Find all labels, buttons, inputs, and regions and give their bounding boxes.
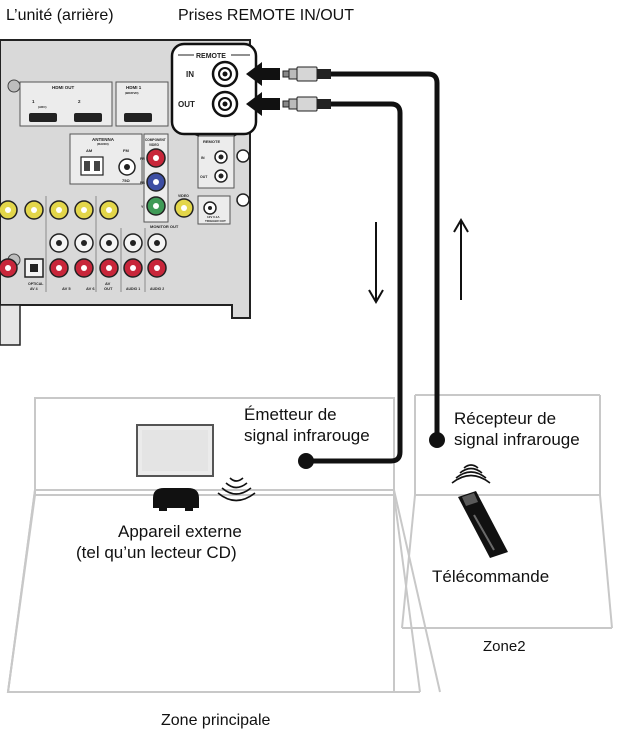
plug-out-arrow-icon <box>246 92 280 116</box>
panel-video-label: VIDEO <box>178 194 189 198</box>
cable-remote-in <box>331 71 440 440</box>
callout-remote-out-label: OUT <box>178 100 195 109</box>
panel-av-out-label: AV <box>105 281 111 286</box>
unit-rear-label: L’unité (arrière) <box>6 7 114 24</box>
panel-yellow-jacks <box>0 200 119 220</box>
panel-trigger-12v-label: 12V 0.1A <box>207 215 220 219</box>
remote-control-icon <box>458 491 508 558</box>
ir-emitter-label-line2: signal infrarouge <box>244 426 370 445</box>
panel-hdmi-1-label: HDMI 1 <box>126 85 142 90</box>
ir-wave-icon <box>217 477 256 502</box>
cable-remote-out <box>306 101 403 464</box>
panel-hdmi-out-label: HDMI OUT <box>52 85 74 90</box>
remote-control-label: Télécommande <box>432 567 550 586</box>
panel-hdmi-arc-label: (ARC) <box>38 105 47 109</box>
external-device-label-line1: Appareil externe <box>118 522 242 541</box>
ir-receiver-dot <box>429 432 445 448</box>
ir-receiver-label-line1: Récepteur de <box>454 409 557 428</box>
ir-receiver-label-line2: signal infrarouge <box>454 430 580 449</box>
panel-component-label: COMPONENT <box>145 138 166 142</box>
main-zone-label: Zone principale <box>161 712 271 729</box>
panel-small-remote-out-label: OUT <box>200 175 208 179</box>
panel-small-remote-in-label: IN <box>201 156 205 160</box>
signal-arrow-up-icon <box>453 218 469 300</box>
panel-am-label: AM <box>86 148 93 153</box>
external-device-label-line2: (tel qu’un lecteur CD) <box>76 543 237 562</box>
zone2-label: Zone2 <box>483 638 526 655</box>
remote-ir-wave-icon <box>451 464 491 484</box>
panel-audio2-label: AUDIO 2 <box>150 287 164 291</box>
panel-optical-label: OPTICAL <box>28 282 44 286</box>
panel-pr-label: PR <box>140 157 145 161</box>
panel-fm-label: FM <box>123 148 129 153</box>
panel-trigger-out-label: TRIGGER OUT <box>205 219 226 223</box>
panel-small-remote-label: REMOTE <box>203 139 220 144</box>
panel-monitor-out-label: MONITOR OUT <box>150 224 179 229</box>
panel-av6-label: AV 6 <box>86 286 95 291</box>
panel-hdmi-out-2-label: 2 <box>78 99 81 104</box>
panel-audio1-label: AUDIO 1 <box>126 287 140 291</box>
panel-antenna-label: ANTENNA <box>92 137 115 142</box>
tv-icon <box>136 424 214 477</box>
plug-in-arrow-icon <box>246 62 280 86</box>
external-device-icon <box>153 488 199 511</box>
panel-av-out-sub-label: OUT <box>104 286 113 291</box>
ir-emitter-dot <box>298 453 314 469</box>
panel-hdmi-out-1-label: 1 <box>32 99 35 104</box>
panel-pb-label: PB <box>140 181 145 185</box>
panel-y-label: Y <box>141 205 144 209</box>
panel-ohm-label: 75Ω <box>122 178 130 183</box>
panel-antenna-sub-label: (RADIO) <box>97 142 109 146</box>
panel-av4-label: AV 4 <box>30 287 38 291</box>
mini-plug-in <box>282 66 331 82</box>
callout-remote-in-label: IN <box>186 70 194 79</box>
mini-plug-out <box>282 96 331 112</box>
signal-arrow-down-icon <box>368 222 384 304</box>
callout-remote-label: REMOTE <box>196 53 226 60</box>
zone2-room <box>401 394 613 629</box>
panel-hdmi-1-sub-label: (BD/DVD) <box>125 91 139 95</box>
main-zone-room-lines <box>7 397 421 693</box>
remote-jacks-label: Prises REMOTE IN/OUT <box>178 7 355 24</box>
panel-audio-jacks <box>0 233 167 278</box>
remote-jack-callout: REMOTE IN OUT <box>170 42 258 136</box>
panel-component-sub-label: VIDEO <box>149 143 159 147</box>
ir-emitter-label-line1: Émetteur de <box>244 405 337 424</box>
panel-av5-label: AV 5 <box>62 286 71 291</box>
